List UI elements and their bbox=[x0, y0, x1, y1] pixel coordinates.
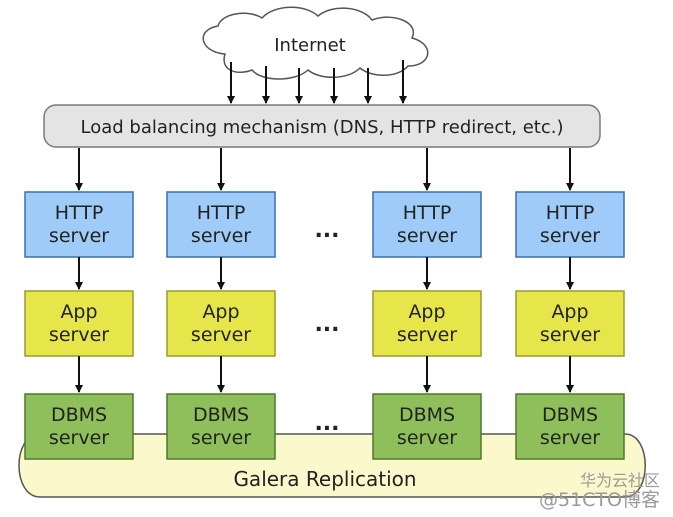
ellipsis-app: ... bbox=[314, 312, 339, 337]
http-server-label: server bbox=[191, 225, 251, 247]
dbms-server-box bbox=[24, 393, 134, 460]
load-balancer-box bbox=[43, 104, 601, 148]
watermark-overlay-text: 华为云社区 bbox=[580, 471, 660, 490]
dbms-server-label: server bbox=[49, 427, 109, 449]
dbms-server-box bbox=[372, 393, 482, 460]
app-server-label: App bbox=[60, 301, 97, 323]
watermark-text: @51CTO博客 bbox=[539, 489, 660, 511]
app-server-label: server bbox=[191, 324, 251, 346]
http-server-label: server bbox=[49, 225, 109, 247]
cloud-arrows bbox=[227, 60, 407, 104]
app-server-label: server bbox=[49, 324, 109, 346]
ellipsis-http: ... bbox=[314, 218, 339, 243]
app-server-label: App bbox=[551, 301, 588, 323]
http-server-box bbox=[24, 191, 134, 258]
http-server-label: HTTP bbox=[546, 202, 595, 224]
app-server-box bbox=[166, 290, 276, 357]
dbms-server-label: server bbox=[397, 427, 457, 449]
dbms-server-label: DBMS bbox=[399, 404, 455, 426]
http-server-label: server bbox=[540, 225, 600, 247]
load-balancer-label: Load balancing mechanism (DNS, HTTP redi… bbox=[81, 117, 564, 138]
replication-label: Galera Replication bbox=[233, 467, 416, 491]
server-columns: HTTPserverAppserverDBMSserverHTTPserverA… bbox=[24, 148, 625, 460]
app-server-label: server bbox=[540, 324, 600, 346]
http-server-box bbox=[166, 191, 276, 258]
cloud-icon bbox=[202, 6, 429, 80]
app-server-box bbox=[24, 290, 134, 357]
dbms-server-label: DBMS bbox=[542, 404, 598, 426]
watermark: 华为云社区 @51CTO博客 bbox=[539, 471, 660, 511]
dbms-server-label: server bbox=[191, 427, 251, 449]
app-server-label: App bbox=[408, 301, 445, 323]
app-server-label: server bbox=[397, 324, 457, 346]
http-server-label: HTTP bbox=[55, 202, 104, 224]
ellipsis-dbms: ... bbox=[314, 411, 339, 436]
dbms-server-box bbox=[166, 393, 276, 460]
dbms-server-label: DBMS bbox=[51, 404, 107, 426]
dbms-server-label: server bbox=[540, 427, 600, 449]
http-server-label: server bbox=[397, 225, 457, 247]
load-balancer: Load balancing mechanism (DNS, HTTP redi… bbox=[43, 104, 601, 148]
app-server-box bbox=[372, 290, 482, 357]
internet-label: Internet bbox=[274, 35, 345, 56]
app-server-label: App bbox=[202, 301, 239, 323]
dbms-server-box bbox=[515, 393, 625, 460]
app-server-box bbox=[515, 290, 625, 357]
dbms-server-label: DBMS bbox=[193, 404, 249, 426]
ellipsis-markers: ... ... ... bbox=[314, 218, 339, 436]
http-server-label: HTTP bbox=[197, 202, 246, 224]
internet-cloud: Internet bbox=[202, 6, 429, 80]
http-server-label: HTTP bbox=[403, 202, 452, 224]
